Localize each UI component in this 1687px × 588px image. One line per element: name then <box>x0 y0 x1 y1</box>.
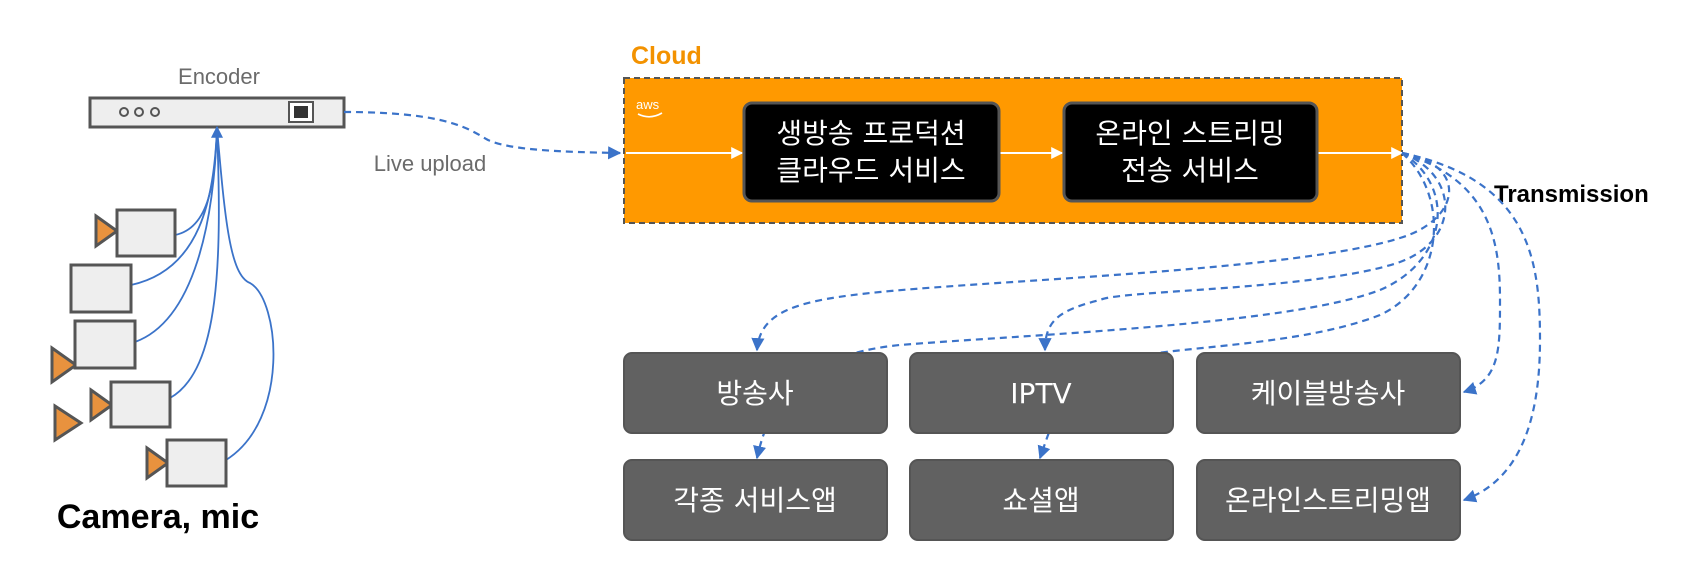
camera-icon <box>89 380 172 429</box>
sources-label: Camera, mic <box>57 498 259 536</box>
connector-to-broadcaster <box>751 151 1451 352</box>
encoder-device-icon <box>88 96 346 129</box>
service-label-line1: 생방송 프로덕션 <box>776 117 965 150</box>
transmission-connectors <box>751 151 1542 503</box>
destination-service-apps: 각종 서비스앱 <box>623 459 888 541</box>
aws-logo-icon: aws <box>636 97 663 118</box>
destination-label: 방송사 <box>716 377 793 410</box>
service-box-production: 생방송 프로덕션 클라우드 서비스 <box>742 101 1001 203</box>
destination-label: IPTV <box>1010 377 1071 410</box>
destination-iptv: IPTV <box>909 352 1174 434</box>
camera-icon <box>50 319 137 385</box>
microphone-icon <box>53 403 84 443</box>
destination-broadcaster: 방송사 <box>623 352 888 434</box>
service-label-line1: 온라인 스트리밍 <box>1095 117 1284 150</box>
destination-label: 케이블방송사 <box>1251 377 1406 410</box>
cloud-label: Cloud <box>631 42 702 70</box>
connector-to-streaming-app <box>1401 151 1542 503</box>
transmission-label: Transmission <box>1494 181 1649 208</box>
destination-streaming-app: 온라인스트리밍앱 <box>1196 459 1461 541</box>
connector-to-iptv <box>1038 151 1447 352</box>
camera-icon <box>69 263 133 314</box>
destination-social-app: 쇼셜앱 <box>909 459 1174 541</box>
encoder-label: Encoder <box>178 64 260 89</box>
destination-label: 온라인스트리밍앱 <box>1225 484 1431 517</box>
connector-to-cable <box>1401 151 1502 395</box>
destination-cable: 케이블방송사 <box>1196 352 1461 434</box>
upload-connector <box>343 110 622 160</box>
service-label-line2: 전송 서비스 <box>1121 154 1259 187</box>
camera-icon <box>145 438 228 488</box>
upload-label: Live upload <box>374 151 487 176</box>
source-cables <box>130 127 275 461</box>
svg-text:aws: aws <box>636 97 660 112</box>
destination-label: 각종 서비스앱 <box>673 484 836 517</box>
service-label-line2: 클라우드 서비스 <box>776 154 965 187</box>
destination-label: 쇼셜앱 <box>1002 484 1079 517</box>
connector-to-service-apps <box>753 152 1439 460</box>
camera-icon <box>94 208 177 258</box>
service-box-streaming: 온라인 스트리밍 전송 서비스 <box>1062 101 1319 203</box>
